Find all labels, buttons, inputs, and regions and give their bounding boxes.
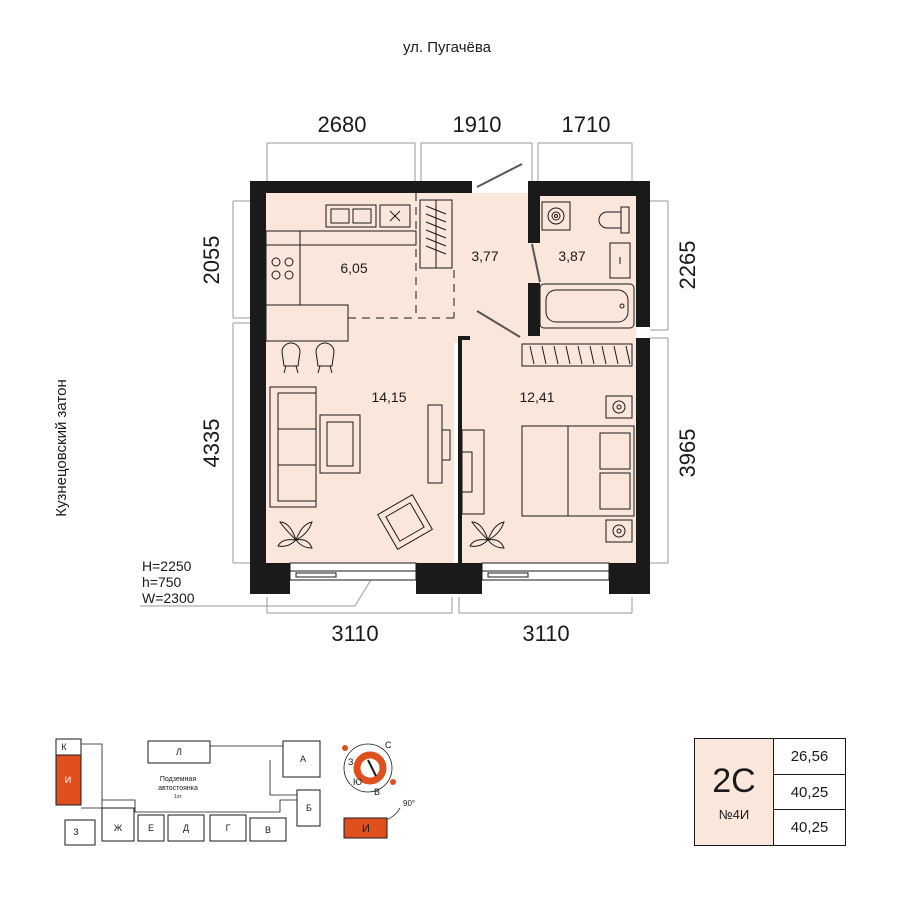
- room-area-bath: 3,87: [558, 248, 585, 264]
- wing-i: И: [65, 775, 71, 785]
- area-values: 26,56 40,25 40,25: [774, 739, 845, 845]
- parking-level-label: 1эт.: [174, 794, 182, 800]
- dimension-lines: [140, 142, 669, 614]
- street-left-label: Кузнецовский затон: [53, 379, 70, 517]
- wing-b: Б: [306, 803, 312, 813]
- key-plan: К Л А И Б З Ж Е Д Г В Подземная автостоя…: [55, 738, 321, 846]
- area-value-with-balcony: 40,25: [790, 819, 829, 837]
- dim-left-2: 4335: [199, 419, 224, 468]
- dim-bottom-1: 3110: [331, 621, 378, 646]
- room-area-hall: 3,77: [471, 248, 498, 264]
- dim-top-2: 1910: [453, 112, 502, 137]
- rotation-angle-label: 90°: [403, 799, 415, 808]
- dim-left-1: 2055: [199, 236, 224, 285]
- room-area-living: 14,15: [371, 389, 406, 405]
- apartment-summary: 2С №4И 26,56 40,25 40,25: [694, 738, 846, 846]
- walls: [250, 181, 650, 594]
- compass-east: В: [374, 787, 380, 797]
- bedroom-furniture: [461, 343, 635, 543]
- wing-e: Е: [148, 823, 154, 833]
- wing-a: А: [300, 754, 306, 764]
- bathroom-fixtures: [539, 201, 635, 329]
- wing-v: В: [265, 825, 271, 835]
- compass-west: З: [348, 757, 353, 767]
- compass-south: Ю: [353, 777, 362, 787]
- wing-l: Л: [176, 747, 182, 757]
- dim-top-3: 1710: [562, 112, 611, 137]
- apartment-type: 2С: [712, 761, 756, 800]
- section-badge: И: [362, 823, 370, 835]
- dim-right-1: 2265: [675, 241, 700, 290]
- living-furniture: [269, 342, 451, 551]
- street-top-label: ул. Пугачёва: [403, 39, 492, 56]
- parking-label-line1: Подземная: [160, 776, 196, 783]
- dim-right-2: 3965: [675, 429, 700, 478]
- window-spec-width: W=2300: [142, 590, 195, 606]
- sun-icon: [342, 745, 396, 785]
- wing-d: Д: [183, 823, 189, 833]
- dim-top-1: 2680: [318, 112, 367, 137]
- plant-icon: [277, 521, 505, 549]
- apartment-type-panel: 2С №4И: [695, 739, 774, 845]
- window-spec-sill: h=750: [142, 574, 182, 590]
- room-area-bedroom: 12,41: [519, 389, 554, 405]
- compass-north: С: [385, 740, 392, 750]
- window-spec-height: H=2250: [142, 558, 192, 574]
- windows: [289, 562, 610, 581]
- dim-bottom-2: 3110: [522, 621, 569, 646]
- kitchen-furniture: [265, 193, 458, 342]
- compass: С З Ю В 90° И: [342, 740, 415, 839]
- wing-z: З: [73, 827, 78, 837]
- hall-wardrobe: [419, 199, 453, 269]
- wing-k: К: [61, 742, 67, 752]
- wing-g: Г: [226, 823, 231, 833]
- apartment-number: №4И: [718, 806, 750, 822]
- area-value-living: 26,56: [774, 739, 845, 775]
- doors: [476, 163, 541, 338]
- wing-zh: Ж: [114, 823, 123, 833]
- room-area-kitchen: 6,05: [340, 260, 367, 276]
- parking-label-line2: автостоянка: [158, 785, 198, 792]
- area-value-total: 40,25: [774, 775, 845, 811]
